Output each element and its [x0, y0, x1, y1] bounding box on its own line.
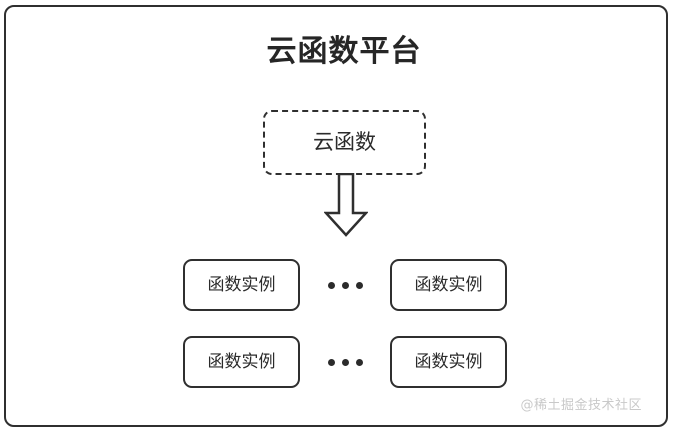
instance-row-1: 函数实例 函数实例 — [183, 259, 507, 311]
cloud-function-label: 云函数 — [313, 130, 376, 154]
ellipsis-dot — [327, 358, 335, 366]
instance-row-2: 函数实例 函数实例 — [183, 336, 507, 388]
ellipsis-dot — [327, 281, 335, 289]
instance-box-2-right: 函数实例 — [390, 336, 507, 388]
instance-label: 函数实例 — [207, 274, 276, 295]
arrow-down-icon — [323, 172, 369, 237]
instance-box-2-left: 函数实例 — [183, 336, 300, 388]
cloud-function-platform-frame: 云函数平台 云函数 函数实例 函数实例 函数实例 — [4, 5, 668, 427]
instance-box-1-left: 函数实例 — [183, 259, 300, 311]
instance-box-1-right: 函数实例 — [390, 259, 507, 311]
ellipsis-icon-row-1 — [327, 259, 363, 311]
instance-label: 函数实例 — [207, 351, 276, 372]
ellipsis-dot — [355, 358, 363, 366]
instance-label: 函数实例 — [414, 274, 483, 295]
page-title: 云函数平台 — [266, 34, 422, 69]
ellipsis-dot — [341, 281, 349, 289]
ellipsis-dot — [341, 358, 349, 366]
instance-label: 函数实例 — [414, 351, 483, 372]
cloud-function-node: 云函数 — [263, 110, 426, 175]
ellipsis-icon-row-2 — [327, 336, 363, 388]
watermark: @稀土掘金技术社区 — [520, 398, 642, 413]
ellipsis-dot — [355, 281, 363, 289]
